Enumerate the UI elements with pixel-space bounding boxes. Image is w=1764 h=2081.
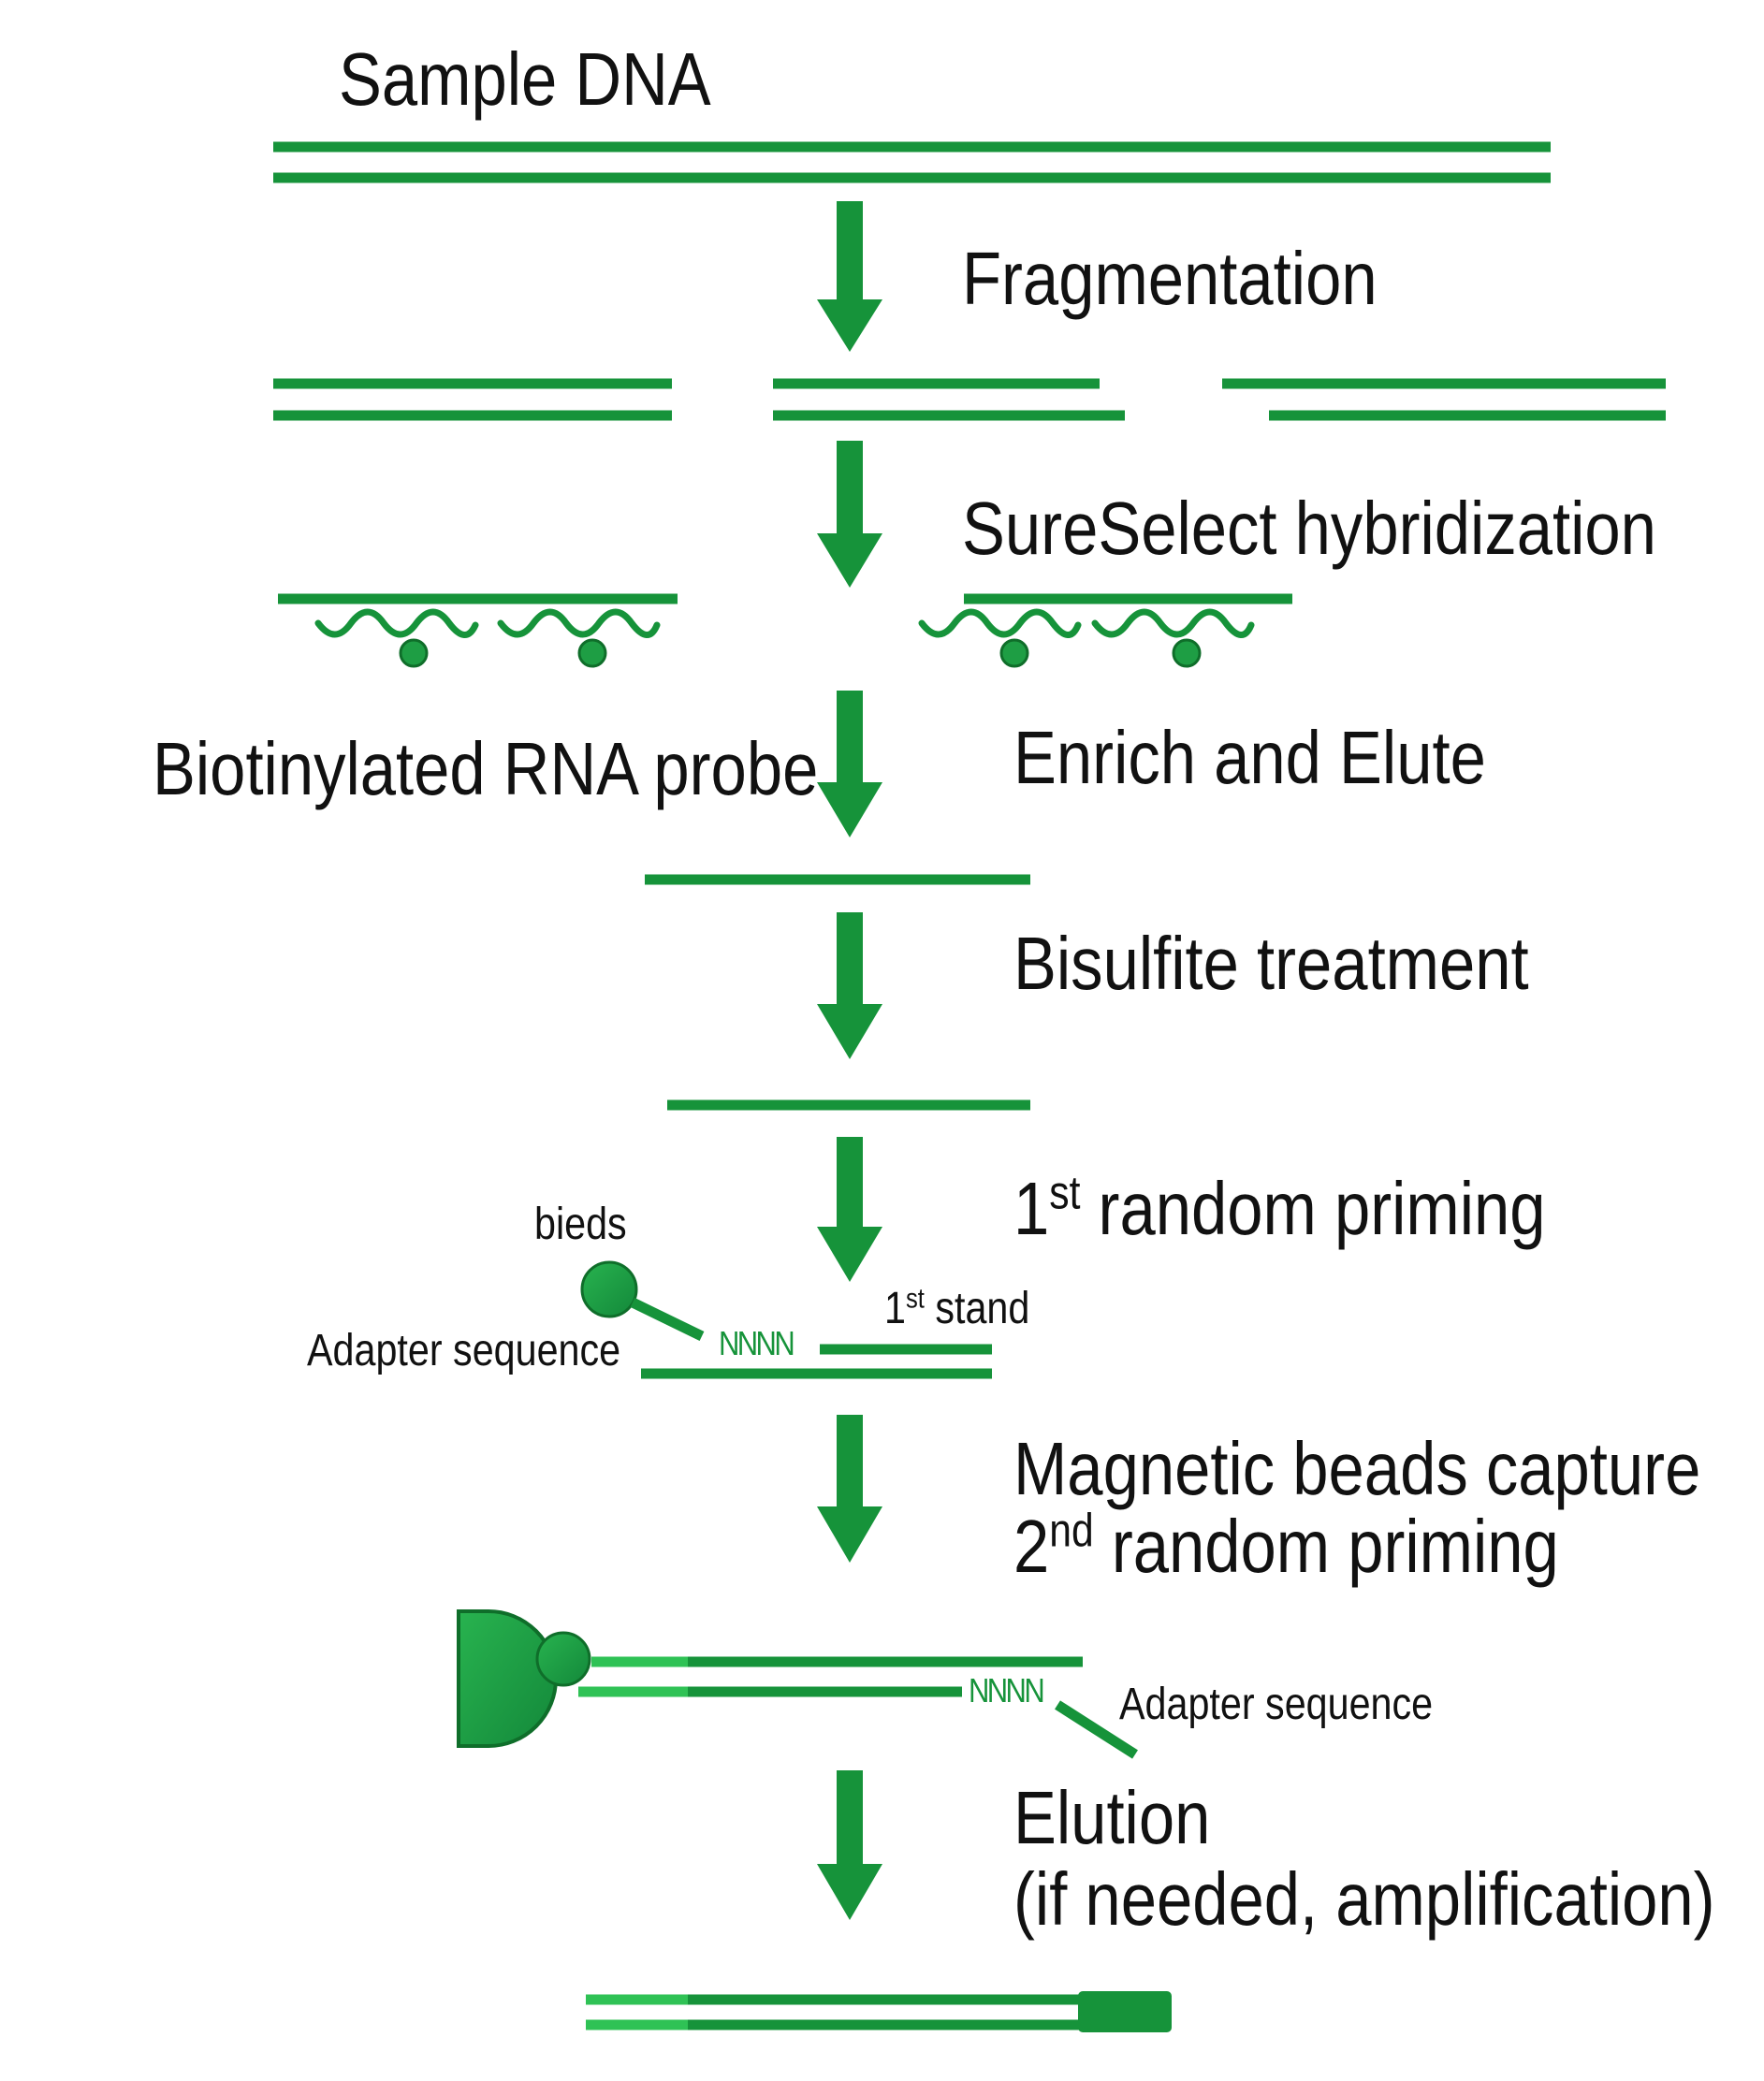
- adapter-sequence-label-1: Adapter sequence: [307, 1326, 621, 1375]
- first-priming-structure: [580, 1260, 992, 1379]
- magnetic-bead: [457, 1609, 558, 1748]
- enrich-label: Enrich and Elute: [1013, 716, 1486, 799]
- magnetic-capture-structure: [457, 1609, 1138, 1759]
- biotin-bead: [1172, 638, 1202, 668]
- final-adapter-block: [1078, 1991, 1172, 2032]
- bead-linker: [630, 1298, 705, 1341]
- rna-probe: [314, 608, 479, 668]
- bead: [580, 1260, 638, 1318]
- second-priming-number: 2: [1013, 1505, 1050, 1588]
- second-priming-suffix: nd: [1049, 1504, 1094, 1557]
- first-priming-text: random priming: [1080, 1167, 1546, 1250]
- first-priming-suffix: st: [1049, 1166, 1081, 1219]
- sureselect-label: SureSelect hybridization: [962, 487, 1656, 570]
- arrow-elution: [817, 1770, 882, 1920]
- hybridization: [278, 593, 1292, 668]
- dna-fragments: [273, 378, 1666, 421]
- nnnn-label-1: NNNN: [719, 1324, 795, 1362]
- rna-probe: [1091, 608, 1255, 668]
- biotin-bead: [577, 638, 607, 668]
- first-priming-label: 1st random priming: [1013, 1170, 1546, 1246]
- fragmentation-label: Fragmentation: [962, 237, 1378, 320]
- arrow-enrich: [817, 691, 882, 837]
- arrow-sureselect: [817, 441, 882, 588]
- adapter-linker: [1055, 1700, 1138, 1759]
- sample-dna-label: Sample DNA: [339, 37, 711, 121]
- arrow-fragmentation: [817, 201, 882, 352]
- first-strand-suffix: st: [905, 1283, 925, 1315]
- adapter-sequence-label-2: Adapter sequence: [1119, 1680, 1434, 1729]
- biotin-bead: [399, 638, 429, 668]
- sample-dna-strands: [273, 141, 1551, 183]
- first-strand-number: 1: [884, 1284, 906, 1333]
- probe-label: Biotinylated RNA probe: [153, 727, 819, 810]
- arrow-bisulfite: [817, 912, 882, 1059]
- first-strand-label: 1st stand: [884, 1283, 1030, 1333]
- elution-label: Elution: [1013, 1776, 1211, 1859]
- first-priming-number: 1: [1013, 1167, 1050, 1250]
- rna-probe: [918, 608, 1082, 668]
- final-product: [586, 1991, 1172, 2032]
- bead: [535, 1631, 591, 1687]
- bisulfite-label: Bisulfite treatment: [1013, 922, 1529, 1005]
- biotin-bead: [999, 638, 1029, 668]
- magnetic-capture-label: Magnetic beads capture: [1013, 1427, 1701, 1510]
- arrow-magnetic: [817, 1415, 882, 1563]
- beads-label: bieds: [534, 1200, 627, 1249]
- elution-note-label: (if needed, amplification): [1013, 1857, 1715, 1941]
- rna-probe: [497, 608, 661, 668]
- flow-arrows: [817, 201, 882, 1920]
- first-strand-text: stand: [924, 1284, 1030, 1333]
- nnnn-label-2: NNNN: [969, 1671, 1045, 1710]
- second-priming-label: 2nd random priming: [1013, 1507, 1559, 1584]
- arrow-first-priming: [817, 1137, 882, 1282]
- second-priming-text: random priming: [1093, 1505, 1559, 1588]
